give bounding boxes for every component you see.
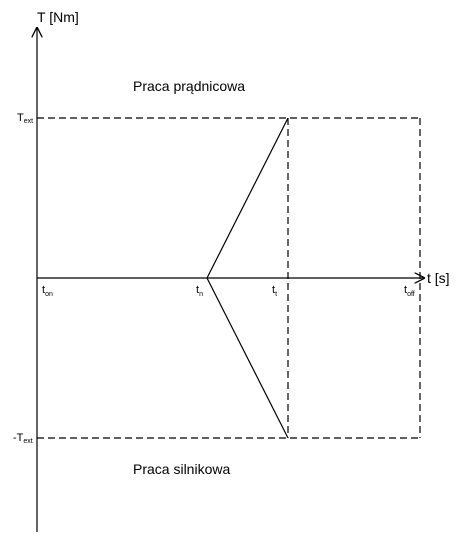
ramp-up-line — [206, 117, 289, 279]
t-off-label: toff — [404, 284, 415, 298]
x-axis-label: t [s] — [427, 270, 450, 286]
t-t-label: tt — [272, 284, 277, 298]
t-ext-label: Text — [17, 112, 33, 125]
region-bottom-label: Praca silnikowa — [133, 461, 230, 477]
ramp-down-line — [206, 277, 289, 439]
t-on-label: ton — [42, 284, 53, 298]
t-n-label: tn — [196, 284, 203, 298]
y-axis-label: T [Nm] — [37, 9, 79, 25]
neg-t-ext-label: -Text — [13, 432, 33, 445]
region-top-label: Praca prądnicowa — [133, 78, 245, 94]
